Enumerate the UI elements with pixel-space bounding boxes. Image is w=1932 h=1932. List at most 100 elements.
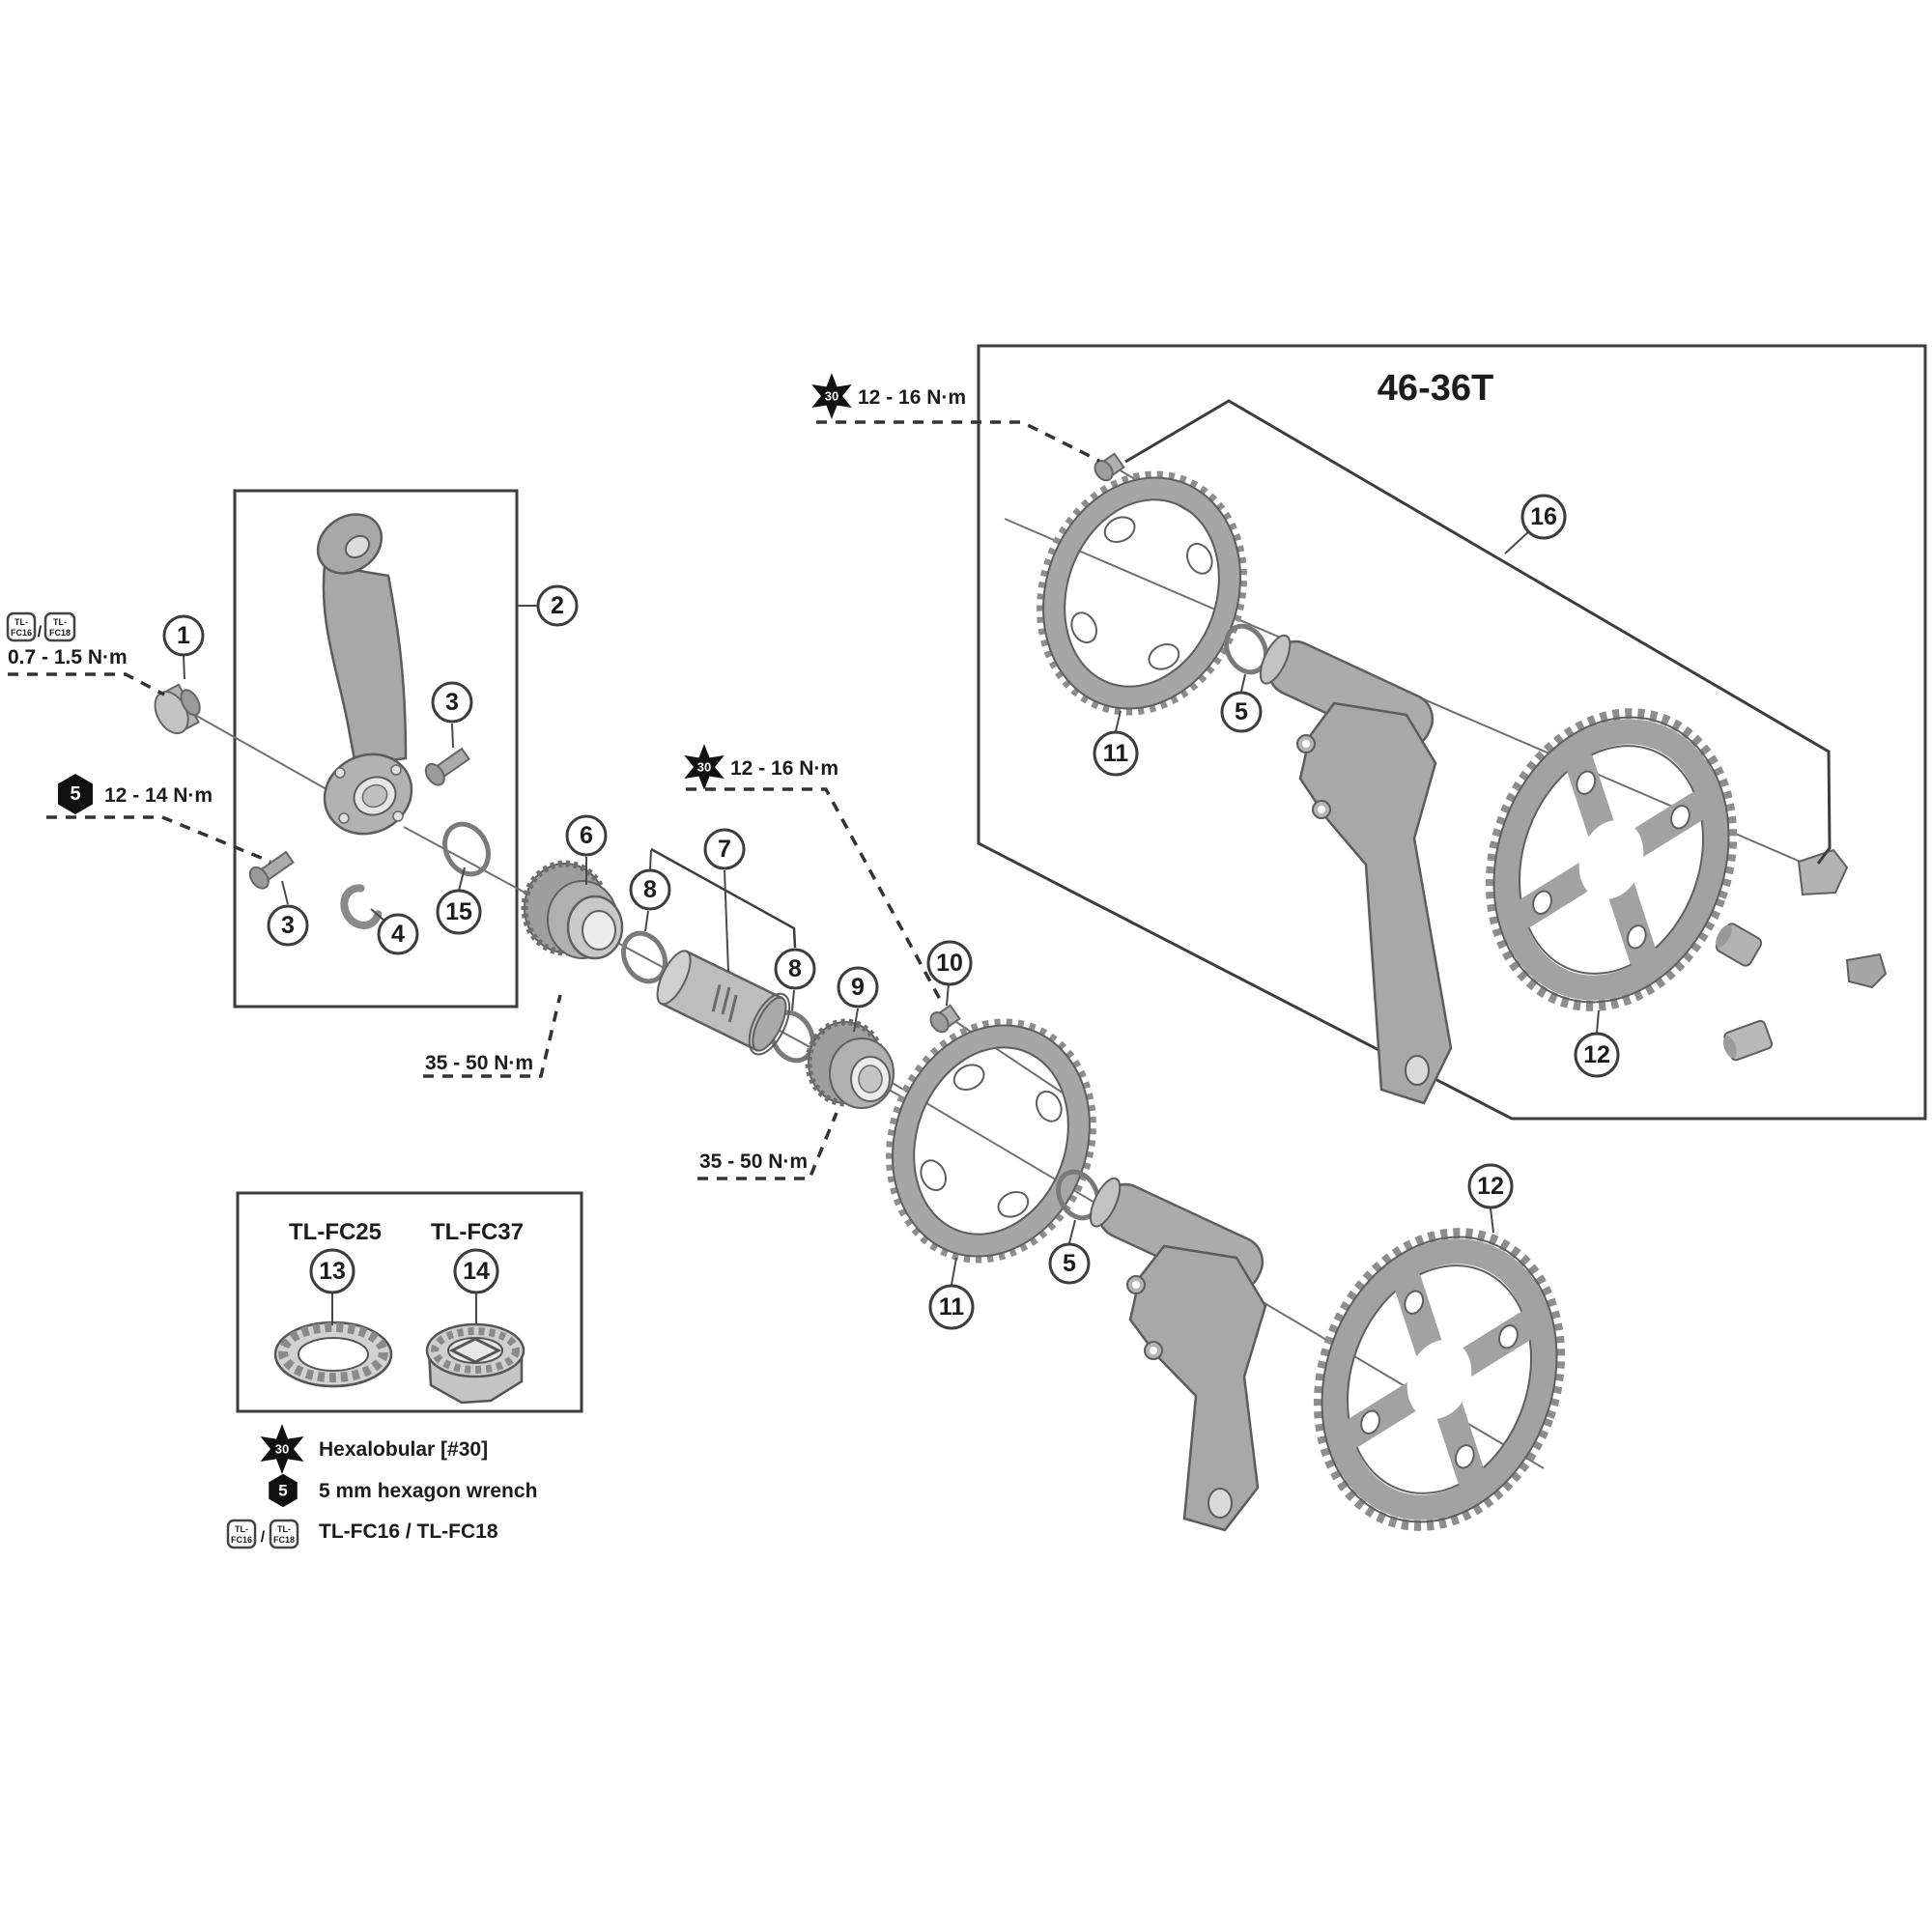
callout-4: 4 <box>377 913 419 955</box>
bolt-head <box>248 866 270 890</box>
callout-11b: 11 <box>1093 730 1139 777</box>
callout-8-num: 8 <box>643 876 657 903</box>
tl-fc18-icon-line2: FC18 <box>49 628 71 638</box>
safety-plate-part <box>340 884 383 929</box>
ring-bolt-hole <box>1626 924 1647 950</box>
chainring-variant-box <box>977 344 1927 1121</box>
cup-bearing <box>858 1065 883 1094</box>
o-ring-part-5 <box>1224 623 1268 675</box>
leader-crank-bolt <box>46 815 271 864</box>
ring-outer-edge <box>1321 1236 1558 1523</box>
tool-bore <box>298 1337 369 1372</box>
tool-splines <box>431 1327 520 1374</box>
callout-3-num: 3 <box>445 689 459 716</box>
crank-cap-torque-label: TL- FC16 / TL- FC18 0.7 - 1.5 N·m <box>6 611 128 668</box>
bb-cup-left-part <box>521 860 624 960</box>
pinch-bolt-part <box>424 747 470 786</box>
callout-13-num: 13 <box>319 1258 346 1285</box>
spider-hole <box>338 812 350 824</box>
tool-name-tl-fc25: TL-FC25 <box>289 1219 382 1245</box>
legend-hex-wrench: 5 mm hexagon wrench <box>319 1480 537 1502</box>
assembly-16-bracket <box>1124 399 1832 865</box>
leader-bb-left <box>423 994 562 1078</box>
right-crank-arm-part <box>1259 634 1453 1105</box>
callout-1-num: 1 <box>177 622 190 649</box>
hex-wrench-icon <box>269 1473 298 1508</box>
callout-9: 9 <box>837 966 879 1009</box>
hexalobular-icon-value: 30 <box>825 389 838 404</box>
fixing-piece <box>1845 952 1888 989</box>
callout-16: 16 <box>1520 494 1567 540</box>
ring-bolt-hole <box>1576 770 1597 795</box>
ring-bolt-hole <box>997 1190 1030 1218</box>
ring-bolt-hole <box>1186 542 1213 575</box>
sleeve-marking <box>711 984 722 1012</box>
ring-inner-edge <box>1064 498 1220 688</box>
tl-fc16-icon-line1: TL- <box>14 617 28 627</box>
slash-text: / <box>261 1529 266 1546</box>
spider-eyelet-hole <box>1132 1281 1140 1289</box>
axis-lines <box>192 469 1817 1469</box>
ring-outer-edge <box>1042 476 1241 710</box>
callout-16-num: 16 <box>1530 503 1557 530</box>
hexalobular-icon <box>684 744 724 790</box>
chainring-46t-part <box>1313 1228 1566 1531</box>
callout-15-num: 15 <box>445 898 472 925</box>
torque-chainring-bolt: 12 - 16 N·m <box>730 757 838 780</box>
o-ring-part-8 <box>621 930 668 984</box>
hex-wrench-icon <box>58 774 93 814</box>
tl-fc16-icon-line2: FC16 <box>11 628 32 638</box>
callout-7-num: 7 <box>718 836 731 863</box>
crank-cap-part <box>154 683 201 735</box>
spider-eyelet-hole <box>1302 740 1310 748</box>
hex-icon-value: 5 <box>70 783 80 805</box>
callout-12b: 12 <box>1574 1032 1620 1078</box>
spider-hole <box>392 810 404 822</box>
ring-outer-edge <box>1492 716 1730 1004</box>
callout-4-num: 4 <box>391 921 405 948</box>
sleeve-collar <box>748 992 791 1056</box>
center-opening <box>1406 1340 1472 1419</box>
spindle-bore-inner <box>361 783 388 809</box>
pedal-hole <box>1405 1055 1430 1086</box>
hexalobular-icon <box>811 373 852 419</box>
ring-teeth <box>1485 708 1738 1011</box>
ring-bolt-hole <box>1498 1324 1519 1350</box>
callout-10-num: 10 <box>936 950 963 977</box>
ring-teeth <box>1313 1228 1566 1531</box>
chainring-bolt-torque-label-lower: 30 12 - 16 N·m <box>684 744 838 790</box>
sleeve-marking <box>727 994 738 1023</box>
torque-crank-cap: 0.7 - 1.5 N·m <box>8 646 128 668</box>
callout-leaders <box>183 529 1600 1325</box>
callout-3: 3 <box>431 681 473 724</box>
callout-2: 2 <box>536 584 579 627</box>
crank-shaft <box>322 563 408 767</box>
tl-fc16-icon-line1: TL- <box>235 1524 248 1534</box>
crank-body <box>1128 1244 1267 1532</box>
leader-chainring-bolt-lower <box>686 787 945 1006</box>
tool-recess <box>447 1337 503 1364</box>
callout-11-num: 11 <box>939 1293 965 1321</box>
callout-6: 6 <box>565 814 608 857</box>
ring-band <box>1493 719 1729 1001</box>
ring-inner-edge <box>1519 745 1704 975</box>
tl-fc16-icon-line2: FC16 <box>231 1535 252 1545</box>
pedal-hole <box>344 534 371 559</box>
cup-bore <box>582 910 616 951</box>
sleeve-left-end <box>656 950 692 1006</box>
legend: 30 Hexalobular [#30] 5 5 mm hexagon wren… <box>226 1424 537 1549</box>
spider-eyelet-hole <box>1318 806 1325 813</box>
callout-13: 13 <box>309 1248 355 1294</box>
crank-body <box>1298 701 1453 1105</box>
ring-bolt-hole <box>1036 1090 1063 1122</box>
left-crank-arm-part <box>316 513 413 836</box>
tl-fc18-icon <box>269 1519 299 1549</box>
callout-10: 10 <box>926 940 973 986</box>
cap-rear <box>180 689 201 717</box>
tl-fc16-icon <box>226 1519 257 1549</box>
ring-inner-edge <box>913 1046 1069 1236</box>
pinch-bolt-part <box>248 850 295 890</box>
torque-bb-cup-left: 35 - 50 N·m <box>425 1052 533 1074</box>
chainring-bolt-part <box>1094 452 1125 482</box>
